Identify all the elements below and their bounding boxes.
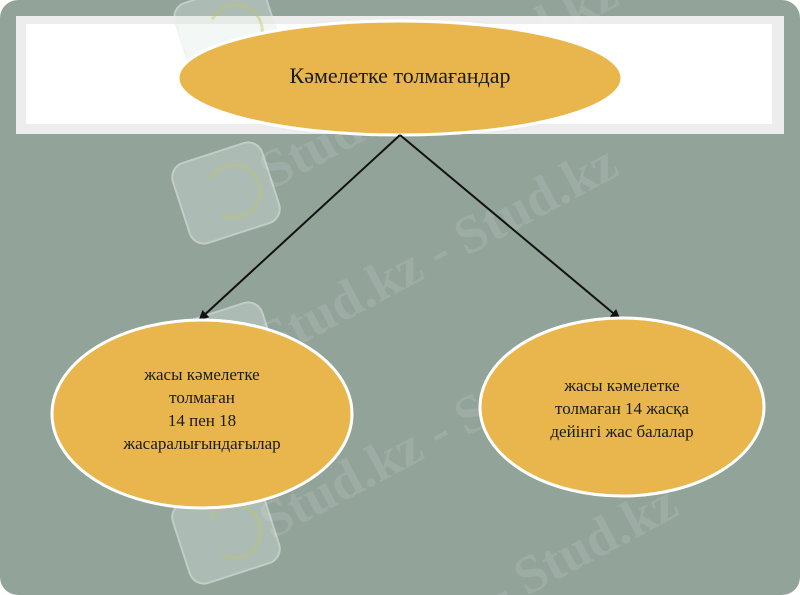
right-node-line: дейінгі жас балалар <box>550 422 694 441</box>
left-node-label: жасы кәмелетке толмаған 14 пен 18 жасара… <box>60 363 344 455</box>
root-node-label: Кәмелетке толмағандар <box>180 62 620 90</box>
left-node-line: 14 пен 18 <box>167 411 237 430</box>
right-node-label: жасы кәмелетке толмаған 14 жасқа дейінгі… <box>486 374 758 443</box>
left-node-line: жасаралығындағылар <box>123 434 281 453</box>
right-node-line: жасы кәмелетке <box>564 376 680 395</box>
left-node-shape <box>50 318 354 510</box>
arrow-to-left-node <box>198 134 401 321</box>
left-node-line: жасы кәмелетке <box>144 365 260 384</box>
right-node-line: толмаған 14 жасқа <box>555 399 689 418</box>
left-node-line: толмаған <box>169 388 235 407</box>
right-node-shape <box>478 316 766 498</box>
root-node-text: Кәмелетке толмағандар <box>289 63 511 88</box>
arrow-to-right-node <box>399 134 621 320</box>
